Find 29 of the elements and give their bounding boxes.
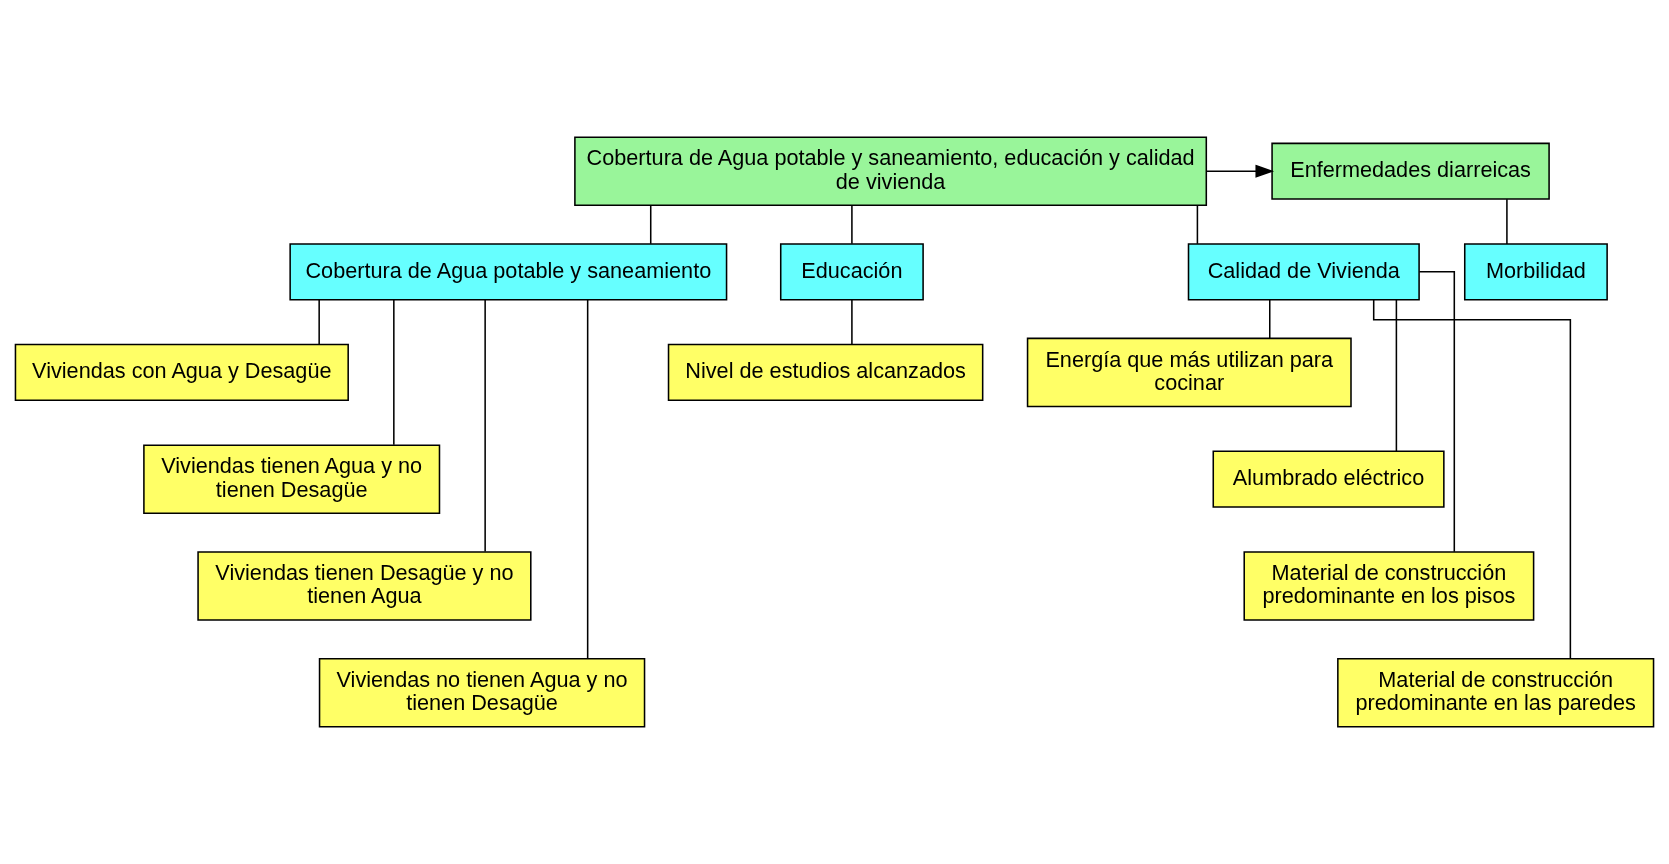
node-box: Enfermedades diarreicas <box>1271 142 1550 200</box>
connector <box>1372 298 1572 660</box>
node-box: Morbilidad <box>1463 243 1608 301</box>
node-box: Energía que más utilizan para cocinar <box>1026 337 1352 408</box>
node-box: Educación <box>779 243 924 301</box>
node-box: Viviendas no tienen Agua y no tienen Desagüe <box>318 657 646 728</box>
connector <box>649 204 652 245</box>
connector <box>393 299 395 446</box>
connector <box>1196 204 1199 245</box>
connector <box>1395 299 1398 452</box>
node-box: Viviendas tienen Agua y no tienen Desagüe <box>143 444 441 515</box>
node-box: Viviendas con Agua y Desagüe <box>14 343 349 402</box>
connector <box>851 299 853 346</box>
connector <box>1268 299 1271 339</box>
connector <box>586 299 589 660</box>
connector <box>1506 198 1508 245</box>
connector <box>484 298 486 553</box>
connector <box>851 204 853 245</box>
connector <box>318 299 320 346</box>
node-box: Material de construcción predominante en los pisos <box>1243 551 1535 621</box>
node-box: Cobertura de Agua potable y saneamiento, educación y calidad de vivienda <box>574 136 1208 207</box>
node-box: Nivel de estudios alcanzados <box>667 343 984 402</box>
node-box: Calidad de Vivienda <box>1187 243 1420 301</box>
node-box: Cobertura de Agua potable y saneamiento <box>289 243 728 301</box>
node-box: Material de construcción predominante en las paredes <box>1337 657 1655 728</box>
arrow <box>1205 164 1275 178</box>
node-box: Alumbrado eléctrico <box>1212 450 1445 508</box>
node-box: Viviendas tienen Desagüe y no tienen Agua <box>197 551 532 621</box>
connector <box>1418 271 1456 553</box>
